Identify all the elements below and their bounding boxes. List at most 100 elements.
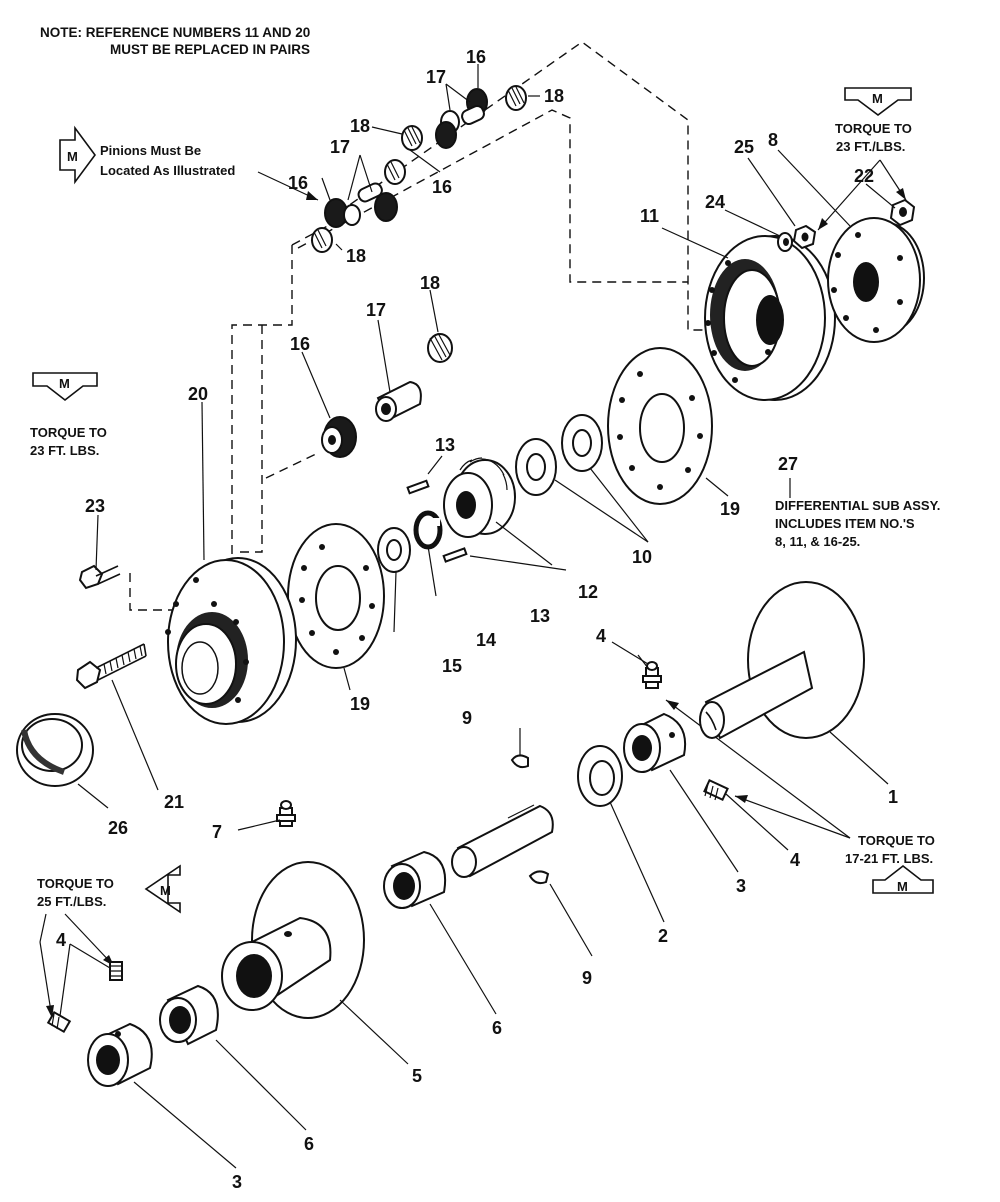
callout-13: 13	[530, 606, 550, 626]
part-5-hub	[221, 861, 365, 1019]
callout-19: 19	[350, 694, 370, 714]
part-4-setscrew-left-bottom	[46, 1010, 72, 1034]
callout-16: 16	[432, 177, 452, 197]
callout-23: 23	[85, 496, 105, 516]
callout-4: 4	[790, 850, 800, 870]
torque-mid-left-1: TORQUE TO	[30, 425, 107, 440]
diff-note-2: INCLUDES ITEM NO.'S	[775, 516, 915, 531]
torque-bottom-right-1: TORQUE TO	[858, 833, 935, 848]
m-letter: M	[897, 879, 908, 894]
callout-9: 9	[582, 968, 592, 988]
callout-19: 19	[720, 499, 740, 519]
part-18-spring	[427, 332, 453, 363]
callout-12: 12	[578, 582, 598, 602]
part-14-snap-ring	[413, 510, 443, 550]
callout-16: 16	[288, 173, 308, 193]
part-17-shaft	[375, 380, 422, 422]
part-2-washer	[577, 745, 623, 807]
part-10-washer-b	[515, 438, 557, 496]
callout-13: 13	[435, 435, 455, 455]
part-4-fitting-top	[642, 661, 662, 689]
callout-15: 15	[442, 656, 462, 676]
part-13-pin-lower	[442, 547, 468, 563]
part-24-washer	[777, 232, 793, 252]
center-shaft	[451, 804, 554, 878]
diff-note-3: 8, 11, & 16-25.	[775, 534, 860, 549]
torque-bottom-left-2: 25 FT./LBS.	[37, 894, 106, 909]
callout-18: 18	[350, 116, 370, 136]
callout-11: 11	[640, 206, 659, 226]
torque-mid-left-2: 23 FT. LBS.	[30, 443, 99, 458]
part-1-axle	[699, 581, 865, 740]
torque-top-right-2: 23 FT./LBS.	[836, 139, 905, 154]
m-marker-bottom-right: M	[872, 864, 934, 894]
callout-7: 7	[212, 822, 222, 842]
pinions-note-1: Pinions Must Be	[100, 143, 201, 158]
m-letter: M	[160, 883, 171, 898]
part-11-differential-housing	[704, 235, 836, 401]
part-12-side-gear	[443, 457, 516, 538]
callout-4: 4	[596, 626, 606, 646]
part-19-gasket-left	[287, 523, 385, 669]
callout-27: 27	[778, 454, 798, 474]
part-3-collar-right	[623, 712, 686, 773]
callout-18: 18	[420, 273, 440, 293]
part-22-nut	[889, 198, 916, 227]
part-9-key-lower	[528, 870, 550, 885]
callout-4: 4	[56, 930, 66, 950]
part-16-pinion	[321, 416, 357, 458]
part-19-gasket-right	[607, 347, 713, 505]
m-letter: M	[59, 376, 70, 391]
callout-3: 3	[736, 876, 746, 896]
m-marker-bottom-left: M	[144, 864, 181, 914]
part-8-flange	[827, 217, 925, 343]
part-21-bolt	[75, 643, 147, 690]
part-23-bolt	[78, 564, 121, 590]
torque-bottom-left-1: TORQUE TO	[37, 876, 114, 891]
callout-24: 24	[705, 192, 725, 212]
pinion-group-middle	[311, 159, 406, 253]
callout-8: 8	[768, 130, 778, 150]
callout-6: 6	[304, 1134, 314, 1154]
torque-top-right-1: TORQUE TO	[835, 121, 912, 136]
callout-6: 6	[492, 1018, 502, 1038]
callout-16: 16	[466, 47, 486, 67]
leader-lines	[59, 64, 896, 1169]
callout-10: 10	[632, 547, 652, 567]
callout-21: 21	[164, 792, 184, 812]
note-line-2: MUST BE REPLACED IN PAIRS	[110, 42, 310, 57]
callout-20: 20	[188, 384, 208, 404]
pinion-group-top	[401, 85, 527, 151]
part-9-key-upper	[510, 754, 529, 769]
callout-18: 18	[346, 246, 366, 266]
callout-16: 16	[290, 334, 310, 354]
part-3-collar-left	[87, 1022, 153, 1087]
diff-note-1: DIFFERENTIAL SUB ASSY.	[775, 498, 940, 513]
callout-17: 17	[330, 137, 350, 157]
m-marker-mid-left: M	[32, 372, 98, 402]
callout-1: 1	[888, 787, 898, 807]
part-7-fitting	[276, 800, 296, 827]
callout-5: 5	[412, 1066, 422, 1086]
part-6-bushing-center	[383, 850, 446, 909]
part-4-setscrew-left-top	[109, 961, 123, 981]
part-20-differential-housing	[165, 557, 297, 725]
callout-9: 9	[462, 708, 472, 728]
m-marker-top-right: M	[844, 87, 912, 116]
part-6-bushing-left	[159, 984, 219, 1046]
callout-25: 25	[734, 137, 754, 157]
callout-22: 22	[854, 166, 874, 186]
callout-18: 18	[544, 86, 564, 106]
torque-bottom-right-2: 17-21 FT. LBS.	[845, 851, 933, 866]
part-26-bearing-ring	[16, 713, 94, 787]
part-25-nut	[792, 224, 817, 250]
part-13-pin-upper	[406, 479, 430, 495]
part-15-washer	[377, 527, 411, 573]
m-marker-pinions: M	[59, 125, 96, 185]
callout-17: 17	[426, 67, 446, 87]
callout-3: 3	[232, 1172, 242, 1192]
callout-2: 2	[658, 926, 668, 946]
part-10-washer-a	[561, 414, 603, 472]
m-letter: M	[872, 91, 883, 106]
